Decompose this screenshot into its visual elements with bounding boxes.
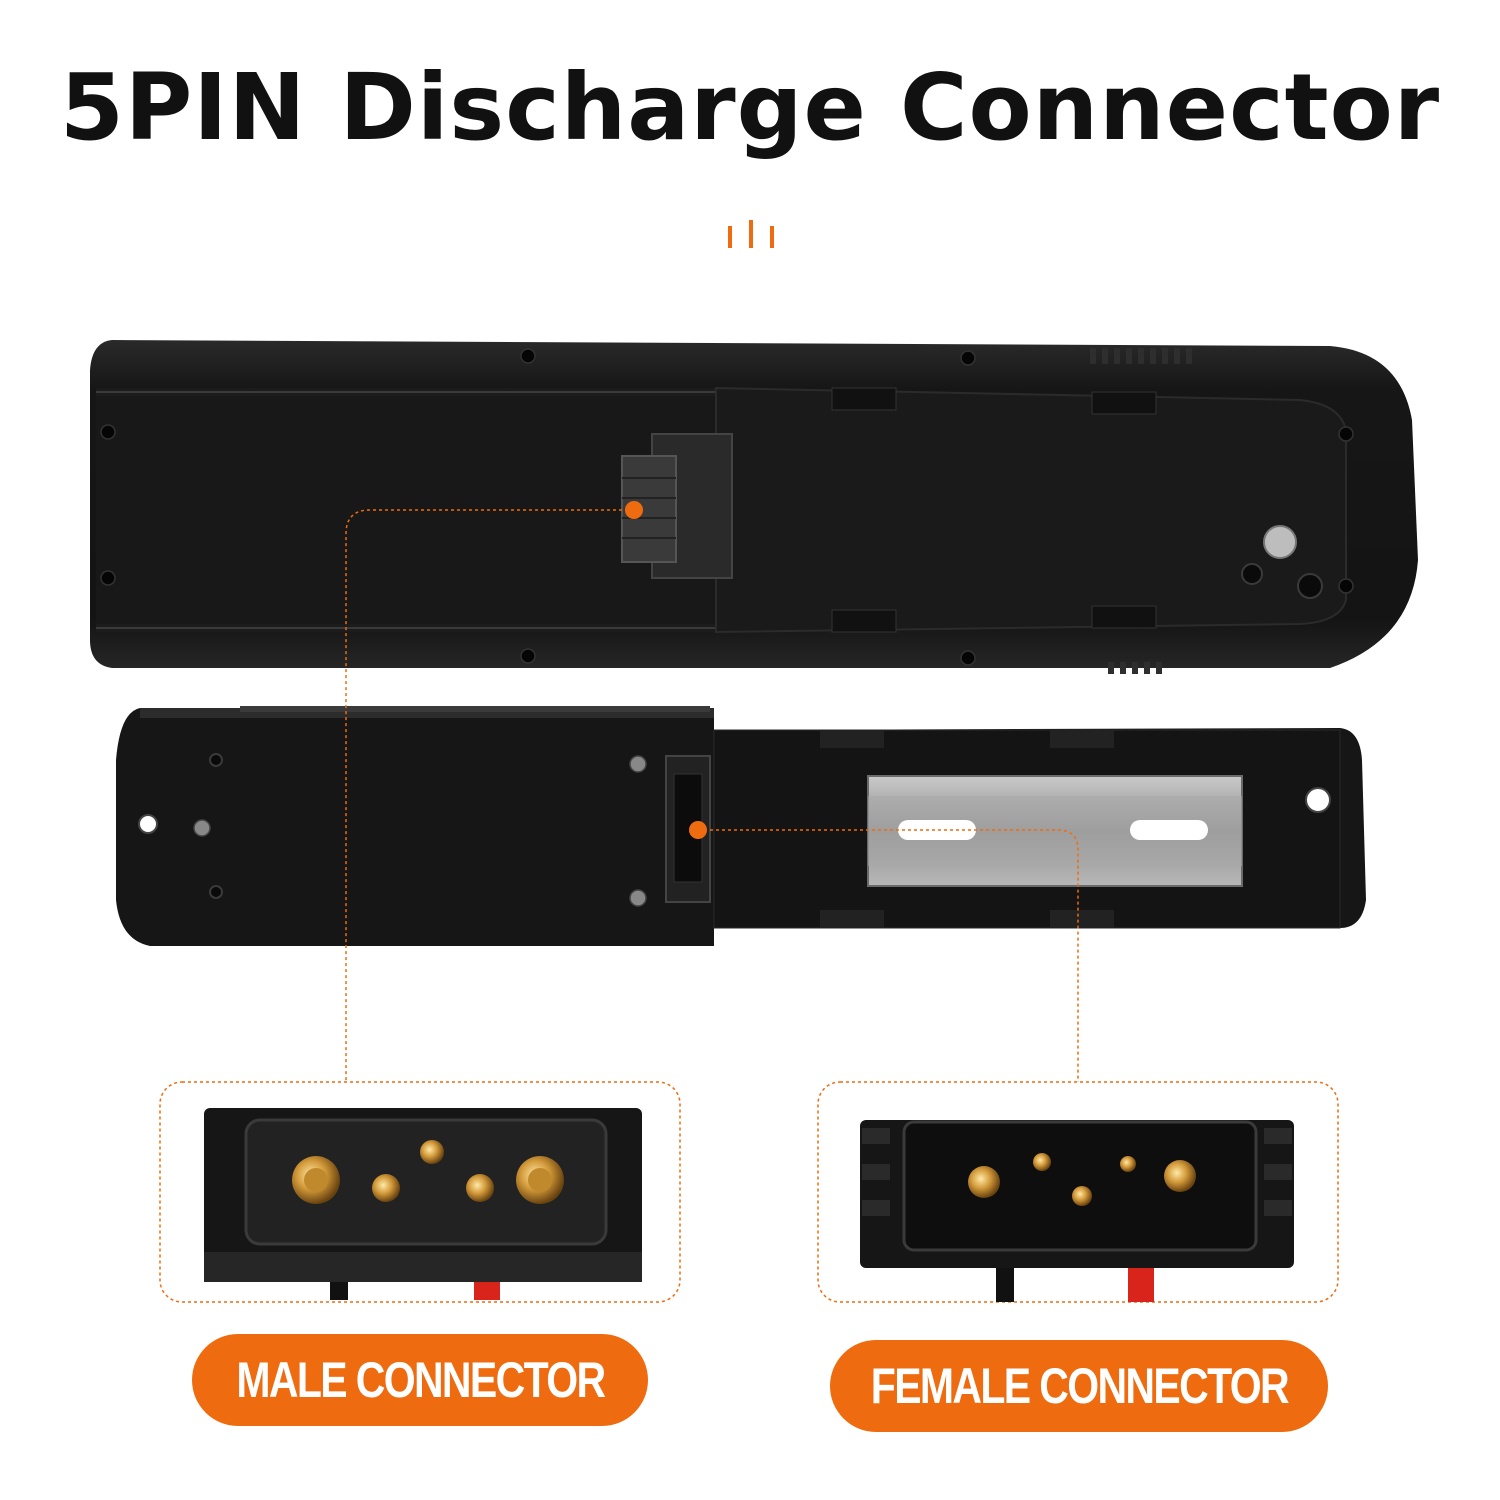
female-marker-dot-icon	[689, 821, 707, 839]
battery-housing	[90, 340, 1418, 674]
male-marker-dot-icon	[625, 501, 643, 519]
female-connector-closeup	[860, 1120, 1294, 1302]
mounting-base	[116, 706, 1366, 946]
female-connector-label: FEMALE CONNECTOR	[830, 1340, 1328, 1432]
page-title: 5PIN Discharge Connector	[59, 54, 1441, 161]
callout-lines	[345, 509, 1079, 1082]
male-connector-label: MALE CONNECTOR	[192, 1334, 648, 1426]
divider-bars-icon	[728, 220, 774, 248]
male-connector-closeup	[204, 1108, 642, 1300]
